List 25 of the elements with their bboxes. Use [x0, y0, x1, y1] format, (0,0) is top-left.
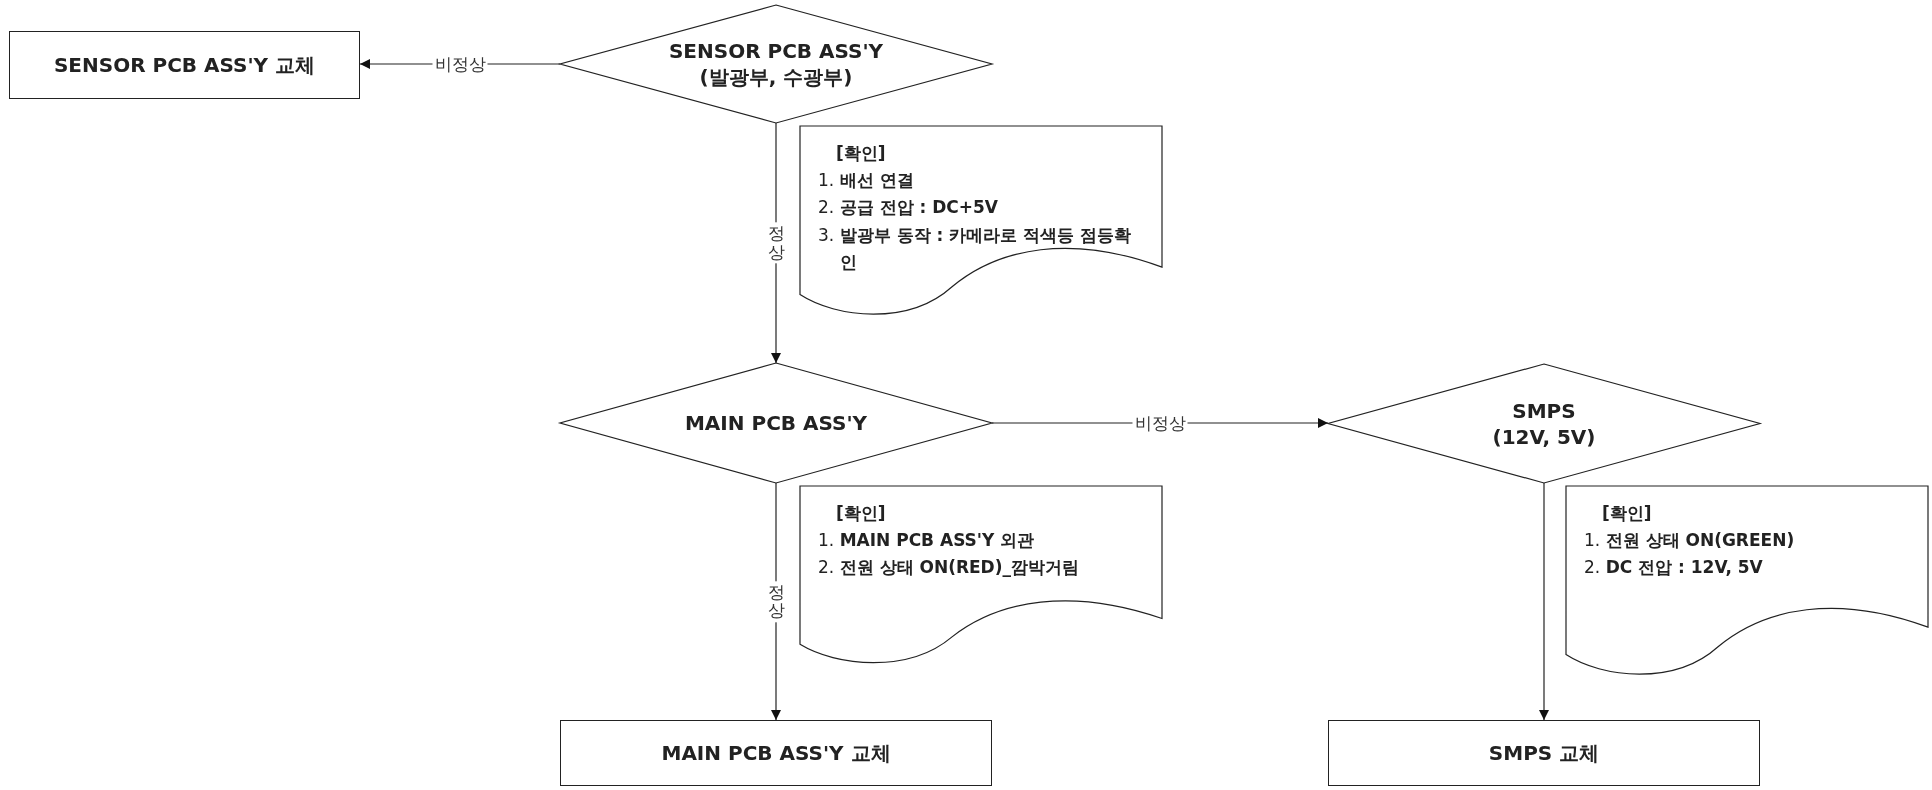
decision-diamond [1328, 364, 1760, 483]
edge-label: 정상 [766, 580, 786, 623]
process-box [9, 31, 360, 99]
decision-label: MAIN PCB ASS'Y [684, 410, 868, 436]
process-box [1328, 720, 1760, 786]
decision-label: SENSOR PCB ASS'Y (발광부, 수광부) [667, 38, 885, 90]
checklist-item: 2. DC 전압 : 12V, 5V [1584, 556, 1764, 580]
process-box [560, 720, 992, 786]
checklist-item: 1. 배선 연결 [818, 169, 915, 193]
process-label: SMPS 교체 [1488, 739, 1600, 767]
checklist-item: 1. MAIN PCB ASS'Y 외관 [818, 529, 1036, 553]
arrow [1539, 482, 1549, 721]
note-heading: [확인] [836, 142, 887, 165]
decision-diamond [560, 363, 992, 483]
checklist-item: 2. 공급 전압 : DC+5V [818, 196, 999, 220]
process-label: MAIN PCB ASS'Y 교체 [661, 739, 891, 767]
note-heading: [확인] [836, 502, 887, 525]
note-heading: [확인] [1602, 502, 1653, 525]
checklist-item: 1. 전원 상태 ON(GREEN) [1584, 529, 1796, 553]
checklist-item: 2. 전원 상태 ON(RED)_깜박거림 [818, 556, 1080, 580]
checklist-item: 3. 발광부 동작 : 카메라로 적색등 점등확인 [818, 223, 1132, 274]
decision-label: SMPS (12V, 5V) [1491, 397, 1597, 450]
process-label: SENSOR PCB ASS'Y 교체 [53, 51, 316, 79]
edge-label: 정상 [766, 222, 786, 264]
decision-diamond [560, 5, 992, 123]
